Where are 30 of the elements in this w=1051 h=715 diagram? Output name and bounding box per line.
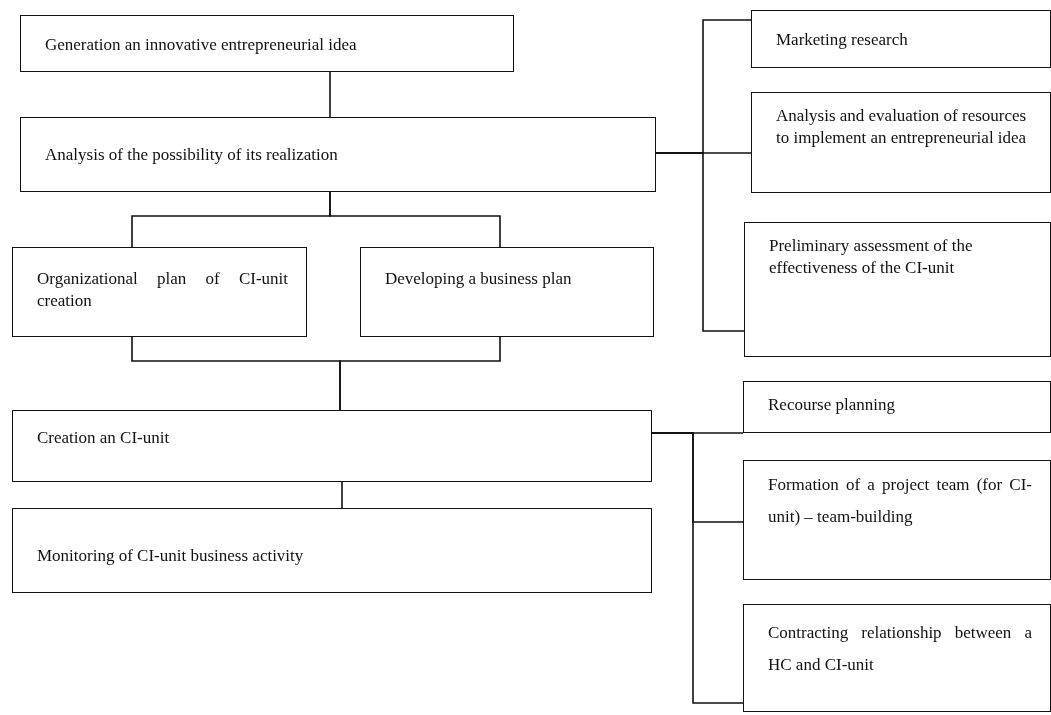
box-label: Formation of a project team (for CI-unit) – team-building (768, 474, 1032, 529)
process-box (20, 15, 514, 72)
process-box (751, 10, 1051, 68)
connector-line (655, 152, 745, 332)
process-box (20, 117, 656, 192)
connector-line (329, 71, 331, 118)
process-box (743, 381, 1051, 433)
box-label: Recourse planning (768, 394, 896, 416)
connector-line (651, 432, 744, 704)
box-label: Monitoring of CI-unit business activity (37, 545, 305, 567)
process-box (751, 92, 1051, 193)
box-label: Creation an CI-unit (37, 427, 171, 449)
process-box (743, 460, 1051, 580)
connector-line (339, 336, 501, 411)
box-label: Preliminary assessment of the effectiveness of the CI-unit (769, 235, 974, 280)
process-box (12, 247, 307, 337)
box-label: Generation an innovative entrepreneurial idea (45, 34, 358, 56)
box-label: Contracting relationship between a HC and CI-unit (768, 622, 1032, 677)
process-box (744, 222, 1051, 357)
connector-line (341, 481, 343, 509)
box-label: Analysis and evaluation of resources to implement an entrepreneurial idea (776, 105, 1028, 150)
process-box (12, 508, 652, 593)
box-label: Developing a business plan (385, 268, 573, 290)
process-box (12, 410, 652, 482)
box-label: Organizational plan of CI-unit creation (37, 268, 288, 313)
connector-line (329, 191, 501, 248)
box-label: Analysis of the possibility of its realization (45, 144, 339, 166)
process-box (360, 247, 654, 337)
box-label: Marketing research (776, 29, 909, 51)
process-box (743, 604, 1051, 712)
